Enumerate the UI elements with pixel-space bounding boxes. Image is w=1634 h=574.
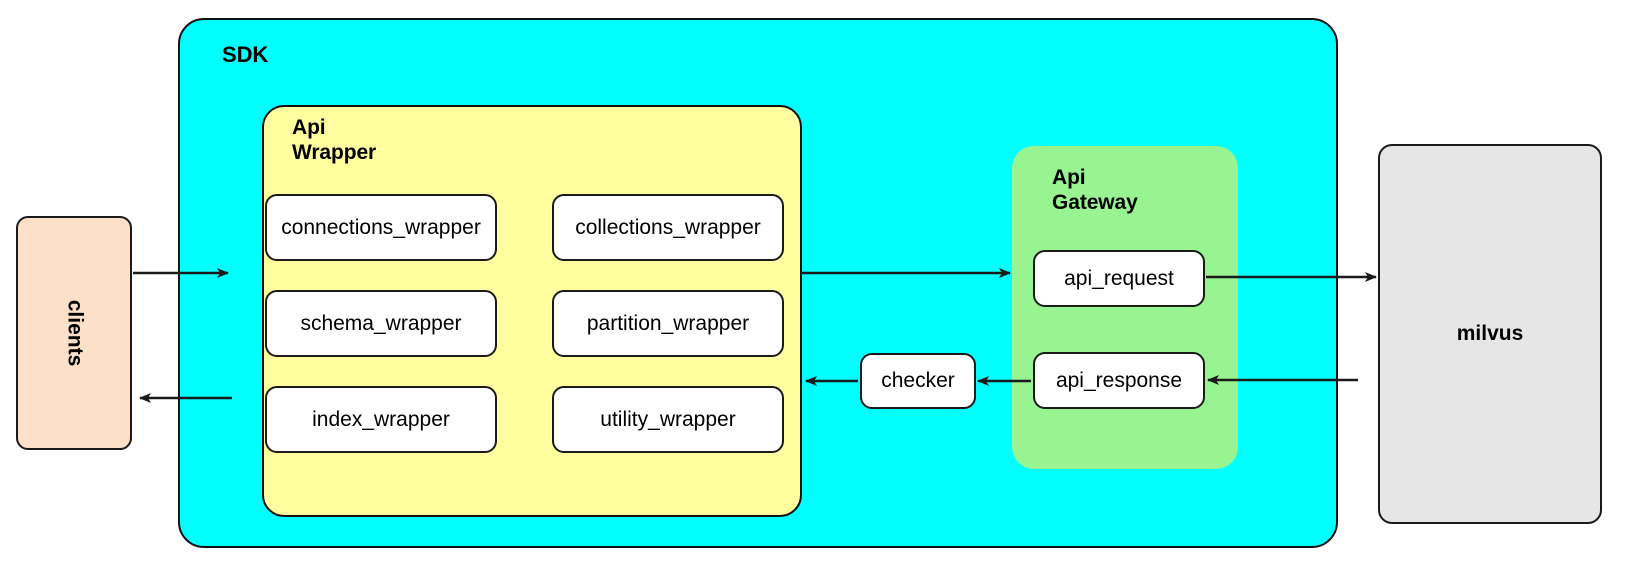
node-utility-wrapper[interactable]: utility_wrapper	[552, 386, 784, 453]
node-index-wrapper[interactable]: index_wrapper	[265, 386, 497, 453]
node-milvus[interactable]: milvus	[1378, 144, 1602, 524]
node-partition-wrapper[interactable]: partition_wrapper	[552, 290, 784, 357]
group-sdk-label: SDK	[222, 42, 269, 67]
node-schema-wrapper[interactable]: schema_wrapper	[265, 290, 497, 357]
group-api-gateway-label: Api Gateway	[1052, 166, 1138, 214]
node-api-response[interactable]: api_response	[1033, 352, 1205, 409]
node-connections-wrapper[interactable]: connections_wrapper	[265, 194, 497, 261]
group-api-gateway: Api Gateway	[1012, 146, 1238, 469]
node-checker[interactable]: checker	[860, 353, 976, 409]
node-collections-wrapper[interactable]: collections_wrapper	[552, 194, 784, 261]
node-clients-label: clients	[63, 299, 86, 367]
node-clients[interactable]: clients	[16, 216, 132, 450]
node-api-request[interactable]: api_request	[1033, 250, 1205, 307]
group-api-wrapper-label: Api Wrapper	[292, 116, 377, 164]
